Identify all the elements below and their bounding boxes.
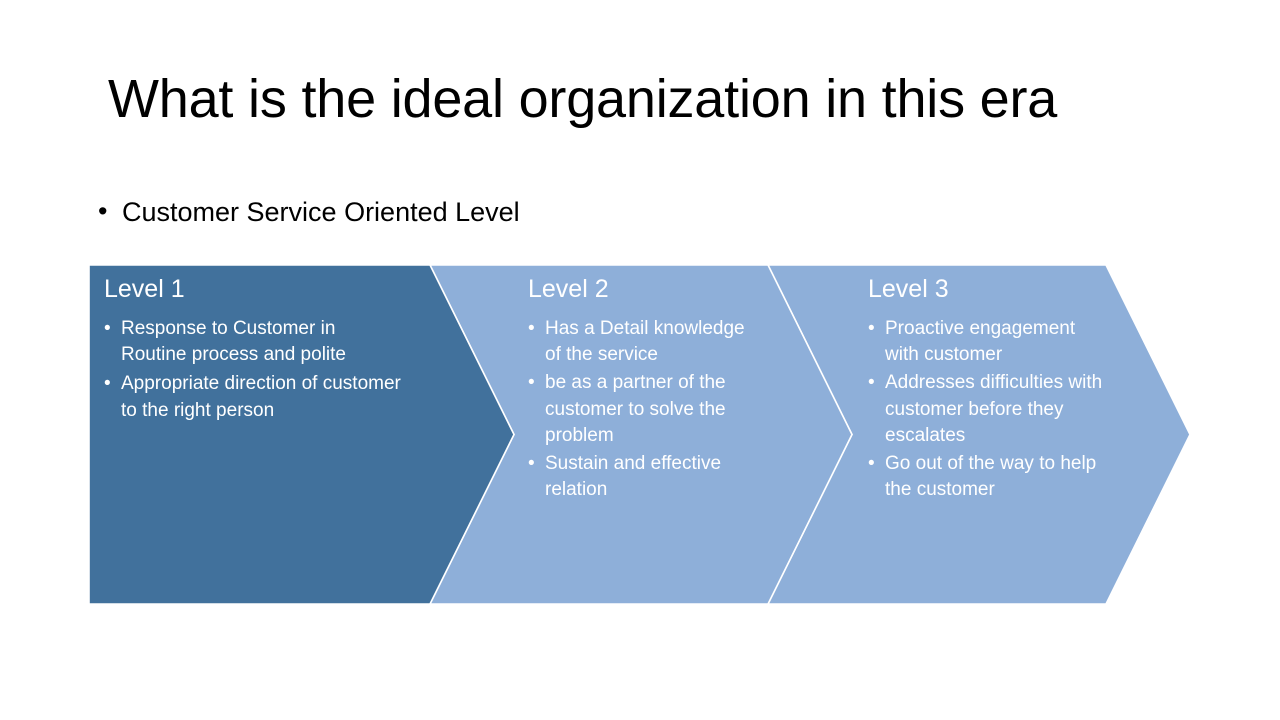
body-bullet-item: • Customer Service Oriented Level [95,196,1195,230]
bullet-dot-icon: • [868,372,875,394]
chevron-step-2: Level 2 • Has a Detail knowledge of the … [528,274,758,506]
bullet-dot-icon: • [98,196,108,226]
chevron-step-1: Level 1 • Response to Customer in Routin… [104,274,404,427]
list-item: • Has a Detail knowledge of the service [528,316,758,368]
chevron-step-3-heading: Level 3 [868,275,949,303]
bullet-dot-icon: • [868,453,875,475]
bullet-dot-icon: • [528,453,535,475]
bullet-dot-icon: • [528,372,535,394]
list-item-text: Sustain and effective relation [545,453,722,501]
bullet-dot-icon: • [528,318,535,339]
list-item-text: Response to Customer in Routine process … [121,318,346,366]
list-item: • Addresses difficulties with customer b… [868,370,1108,449]
chevron-step-2-bullets: • Has a Detail knowledge of the service … [528,316,758,504]
list-item-text: Appropriate direction of customer to the… [121,373,401,421]
chevron-step-3: Level 3 • Proactive engagement with cust… [868,274,1108,506]
bullet-dot-icon: • [104,318,111,339]
chevron-step-2-heading: Level 2 [528,275,609,303]
list-item: • Proactive engagement with customer [868,316,1108,368]
bullet-dot-icon: • [104,373,111,395]
body-bullet-text: Customer Service Oriented Level [122,197,520,227]
bullet-dot-icon: • [868,318,875,339]
list-item-text: Has a Detail knowledge of the service [545,318,745,366]
list-item-text: Addresses difficulties with customer bef… [885,372,1103,446]
slide-title: What is the ideal organization in this e… [108,69,1058,129]
chevron-step-1-heading: Level 1 [104,275,185,303]
body-bullet-list: • Customer Service Oriented Level [95,196,1195,230]
list-item: • Appropriate direction of customer to t… [104,371,404,423]
list-item-text: Go out of the way to help the customer [885,453,1097,501]
chevron-step-3-bullets: • Proactive engagement with customer • A… [868,316,1108,504]
list-item: • Response to Customer in Routine proces… [104,316,404,368]
list-item: • Sustain and effective relation [528,451,758,503]
list-item-text: be as a partner of the customer to solve… [545,372,726,446]
list-item-text: Proactive engagement with customer [885,318,1076,366]
list-item: • Go out of the way to help the customer [868,451,1108,503]
list-item: • be as a partner of the customer to sol… [528,370,758,449]
chevron-step-1-bullets: • Response to Customer in Routine proces… [104,316,404,424]
